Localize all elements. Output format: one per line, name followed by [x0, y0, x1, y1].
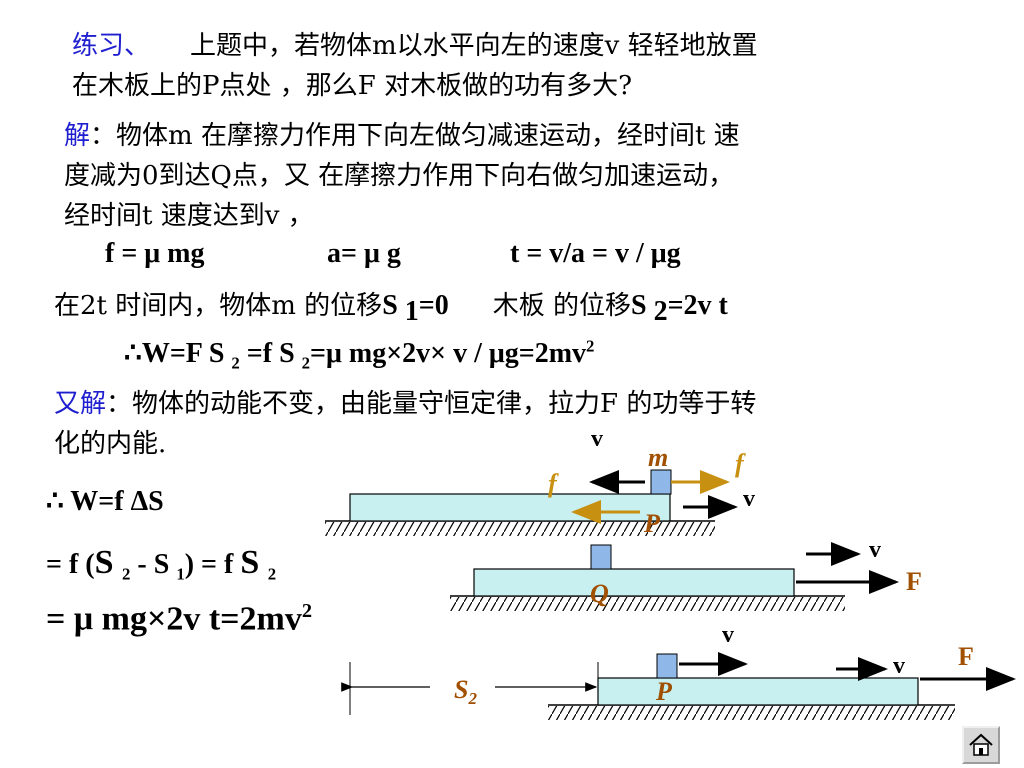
solution-label: 解 — [64, 121, 91, 151]
label-q: Q — [590, 579, 609, 608]
formula-friction: f = μ mg — [105, 238, 205, 269]
label-p-3: P — [655, 677, 673, 706]
label-f-right: f — [735, 449, 746, 478]
work2-l2-S1: S — [94, 544, 123, 581]
label-v-3-board: v — [893, 653, 905, 679]
work2-l2-c: ) = f — [184, 549, 241, 580]
s2-val: =2v t — [667, 290, 728, 321]
s2-base: S — [631, 290, 654, 321]
work2-l2-sub3: 2 — [267, 564, 277, 584]
work2-l3-sup: 2 — [301, 600, 313, 622]
work2-l3-a: = μ mg×2v t=2mv — [46, 600, 302, 638]
work2-line-1: ∴ W=f ΔS — [46, 486, 164, 517]
alt-text-1: 物体的动能不变，由能量守恒定律，拉力F 的功等于转 — [132, 389, 757, 419]
alt-label: 又解 — [54, 389, 107, 419]
label-v-top: v — [591, 426, 603, 452]
s1-val: =0 — [418, 290, 449, 321]
label-v-3-block: v — [722, 622, 734, 648]
block-m-2 — [590, 544, 612, 570]
scene-2: v F Q — [450, 537, 922, 611]
scene-1: v m f f v P — [325, 426, 755, 538]
work-formula-1: ∴W=F S 2 =f S 2=μ mg×2v× v / μg=2mv2 — [124, 336, 594, 374]
label-v-board-1: v — [743, 486, 755, 512]
board-2 — [473, 568, 795, 597]
displacement-prefix: 在2t 时间内，物体m 的位移 — [54, 291, 383, 321]
solution-text-2: 度减为0到达Q点，又 在摩擦力作用下向右做匀加速运动， — [64, 161, 735, 191]
s1-sub: 1 — [404, 296, 419, 328]
work2-l2-sub2: 1 — [176, 564, 185, 584]
block-m-3 — [656, 653, 678, 679]
work2-l2-a: = f ( — [46, 549, 95, 580]
work2-line-2: = f (S 2 - S 1) = f S 2 — [46, 544, 276, 585]
label-v-2: v — [869, 537, 881, 563]
formula-time: t = v/a = v / μg — [510, 238, 681, 269]
label-F-2: F — [906, 567, 922, 596]
exercise-label: 练习、 — [72, 31, 151, 61]
label-f-left: f — [548, 469, 559, 498]
work1-sub2: 2 — [301, 353, 311, 373]
exercise-line-1: 练习、 上题中，若物体m以水平向左的速度v 轻轻地放置 — [72, 28, 758, 64]
label-s2: S2 — [454, 675, 477, 708]
s1-base: S — [382, 290, 405, 321]
home-button[interactable] — [962, 726, 1000, 764]
ground-hatch-2 — [450, 597, 845, 611]
work1-mid: =f S — [239, 338, 302, 369]
board-3 — [597, 677, 919, 706]
work2-line-3: = μ mg×2v t=2mv2 — [46, 600, 312, 638]
work1-sup: 2 — [586, 336, 595, 356]
alt-line-1: 又解：物体的动能不变，由能量守恒定律，拉力F 的功等于转 — [54, 386, 756, 422]
work1-lead: ∴W=F S — [124, 338, 232, 369]
solution-line-1: 解：物体m 在摩擦力作用下向左做匀减速运动，经时间t 速 — [64, 118, 740, 154]
solution-text-3: 经时间t 速度达到v ， — [64, 201, 314, 231]
home-icon — [969, 733, 993, 756]
alt-text-2: 化的内能. — [54, 429, 167, 459]
solution-text-1: 物体m 在摩擦力作用下向左做匀减速运动，经时间t 速 — [116, 121, 740, 151]
scene-3: v F v P S2 — [341, 622, 1016, 720]
board-displacement-label: 木板 的位移 — [492, 291, 631, 321]
board-1 — [349, 493, 671, 522]
exercise-text-1: 上题中，若物体m以水平向左的速度v 轻轻地放置 — [190, 31, 758, 61]
label-m: m — [648, 443, 668, 472]
label-p-1: P — [643, 509, 661, 538]
alt-colon: ： — [106, 389, 133, 419]
label-F-3: F — [958, 642, 974, 671]
s2-sub: 2 — [653, 296, 668, 328]
work2-l2-b: - S — [130, 549, 177, 580]
ground-hatch-1 — [325, 522, 715, 536]
ground-hatch-3 — [548, 706, 955, 720]
work2-l2-S2: S — [240, 544, 268, 581]
work1-sub1: 2 — [231, 353, 240, 373]
formula-accel: a= μ g — [327, 238, 401, 269]
solution-colon: ： — [90, 121, 117, 151]
block-m-1 — [650, 469, 672, 495]
work2-l2-sub1: 2 — [122, 564, 131, 584]
work1-tail: =μ mg×2v× v / μg=2mv — [310, 338, 587, 369]
exercise-text-2: 在木板上的P点处 ，那么F 对木板做的功有多大? — [72, 71, 633, 101]
